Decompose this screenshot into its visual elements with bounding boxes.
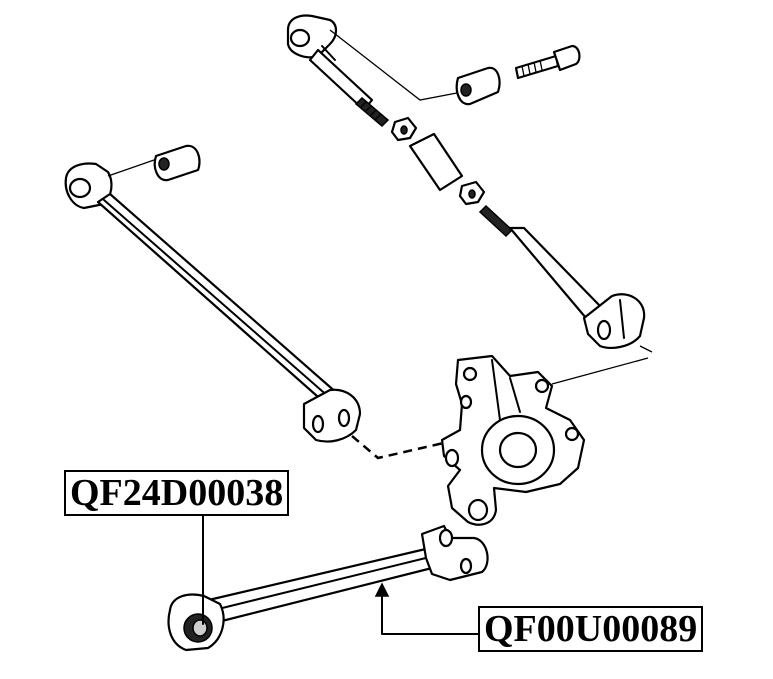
dashed-connector: [351, 435, 449, 460]
leader-line: [329, 29, 463, 101]
bushing-top: [455, 66, 501, 106]
part-number-label-a: QF24D00038: [64, 470, 290, 516]
lateral-link: [64, 162, 362, 443]
callout-line-part-b: [381, 591, 481, 635]
bolt-top: [514, 44, 581, 80]
bushing-lateral: [153, 144, 201, 182]
lower-control-arm: [167, 524, 489, 652]
upper-arm-lower-section: [478, 204, 646, 349]
callout-arrow-part-b: [374, 582, 390, 597]
upper-control-arm: [286, 14, 390, 128]
part-number-label-b: QF00U00089: [478, 606, 704, 652]
leader-line: [551, 357, 649, 385]
leader-line: [107, 159, 155, 177]
leader-line: [639, 345, 653, 353]
knuckle: [440, 354, 586, 526]
adjuster-nuts: [390, 116, 486, 206]
